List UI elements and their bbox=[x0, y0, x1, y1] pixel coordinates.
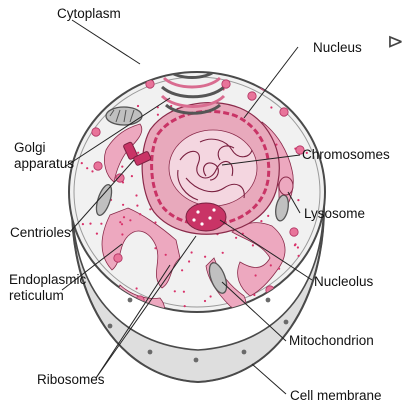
nucleolus-granule bbox=[212, 208, 215, 211]
label-mitochondrion: Mitochondrion bbox=[289, 333, 374, 349]
ribosome-dot bbox=[267, 215, 269, 217]
vesicle bbox=[290, 228, 298, 236]
ribosome-dot bbox=[183, 291, 185, 293]
label-chromosomes: Chromosomes bbox=[302, 147, 390, 163]
ribosome-dot bbox=[297, 199, 299, 201]
ribosome-dot bbox=[255, 274, 257, 276]
label-cytoplasm: Cytoplasm bbox=[57, 6, 121, 22]
membrane-pore bbox=[108, 324, 113, 329]
label-lysosome: Lysosome bbox=[304, 206, 365, 222]
vesicle bbox=[208, 40, 216, 48]
ribosome-dot bbox=[89, 223, 91, 225]
membrane-pore bbox=[194, 358, 199, 363]
ribosome-dot bbox=[149, 208, 151, 210]
membrane-pore bbox=[242, 350, 247, 355]
nucleolus-body bbox=[186, 203, 226, 231]
vesicle bbox=[114, 254, 122, 262]
ribosome-dot bbox=[137, 105, 139, 107]
vesicle bbox=[232, 58, 240, 66]
ribosome-dot bbox=[154, 221, 156, 223]
leader-cytoplasm bbox=[72, 20, 140, 64]
nucleolus-granule bbox=[196, 210, 199, 213]
ribosome-dot bbox=[252, 244, 254, 246]
vesicle bbox=[280, 108, 288, 116]
label-centrioles: Centrioles bbox=[10, 225, 71, 241]
vesicle bbox=[248, 92, 256, 100]
label-nucleolus: Nucleolus bbox=[314, 274, 373, 290]
vesicle bbox=[92, 128, 100, 136]
nucleolus-granule bbox=[208, 216, 211, 219]
ribosome-dot bbox=[253, 294, 255, 296]
lysosome-body bbox=[279, 177, 293, 195]
ribosome-dot bbox=[137, 152, 139, 154]
label-nucleus: Nucleus bbox=[313, 40, 362, 56]
ribosome-dot bbox=[204, 300, 206, 302]
label-cell-membrane: Cell membrane bbox=[290, 388, 382, 404]
vesicle bbox=[144, 56, 152, 64]
vesicle bbox=[172, 38, 180, 46]
ribosome-dot bbox=[100, 223, 102, 225]
ribosome-dot bbox=[154, 247, 156, 249]
label-golgi-apparatus: Golgi apparatus bbox=[14, 140, 74, 172]
ribosome-dot bbox=[157, 114, 159, 116]
ribosome-dot bbox=[222, 252, 224, 254]
ribosome-dot bbox=[136, 287, 138, 289]
membrane-pore bbox=[284, 320, 289, 325]
ribosome-dot bbox=[297, 246, 299, 248]
ribosome-dot bbox=[131, 175, 133, 177]
ribosome-dot bbox=[139, 213, 141, 215]
vesicle bbox=[120, 78, 128, 86]
ribosome-dot bbox=[81, 162, 83, 164]
membrane-pore bbox=[128, 298, 133, 303]
vesicle bbox=[222, 80, 230, 88]
ribosome-dot bbox=[298, 255, 300, 257]
ribosome-dot bbox=[122, 204, 124, 206]
vesicle bbox=[244, 314, 252, 322]
ribosome-dot bbox=[121, 166, 123, 168]
nucleolus-granule bbox=[200, 222, 203, 225]
ribosome-dot bbox=[121, 233, 123, 235]
membrane-pore bbox=[148, 350, 153, 355]
label-endoplasmic-reticulum: Endoplasmic reticulum bbox=[9, 272, 86, 304]
ribosome-dot bbox=[294, 243, 296, 245]
ribosome-dot bbox=[204, 256, 206, 258]
ribosome-dot bbox=[136, 205, 138, 207]
ribosome-dot bbox=[165, 254, 167, 256]
ribosome-dot bbox=[235, 237, 237, 239]
ribosome-dot bbox=[181, 269, 183, 271]
ribosome-dot bbox=[260, 220, 262, 222]
corner-glyph: ⊳ bbox=[387, 34, 404, 50]
label-ribosomes: Ribosomes bbox=[37, 372, 105, 388]
vesicle bbox=[102, 94, 110, 102]
ribosome-dot bbox=[270, 264, 272, 266]
ribosome-dot bbox=[184, 305, 186, 307]
ribosome-dot bbox=[119, 221, 121, 223]
membrane-pore bbox=[266, 298, 271, 303]
ribosome-dot bbox=[188, 260, 190, 262]
vesicle bbox=[94, 162, 102, 170]
ribosome-dot bbox=[129, 219, 131, 221]
ribosome-dot bbox=[91, 170, 93, 172]
ribosome-dot bbox=[123, 216, 125, 218]
ribosome-dot bbox=[135, 194, 137, 196]
ribosome-dot bbox=[82, 223, 84, 225]
ribosome-dot bbox=[86, 167, 88, 169]
ribosome-dot bbox=[270, 106, 272, 108]
ribosome-dot bbox=[121, 223, 123, 225]
ribosome-dot bbox=[278, 268, 280, 270]
ribosome-dot bbox=[210, 295, 212, 297]
nucleolus-granule bbox=[192, 218, 195, 221]
vesicle bbox=[176, 316, 184, 324]
ribosome-dot bbox=[96, 233, 98, 235]
vesicle bbox=[190, 36, 198, 44]
ribosome-dot bbox=[191, 251, 193, 253]
leader-cell-membrane bbox=[252, 364, 286, 394]
ribosome-dot bbox=[174, 290, 176, 292]
